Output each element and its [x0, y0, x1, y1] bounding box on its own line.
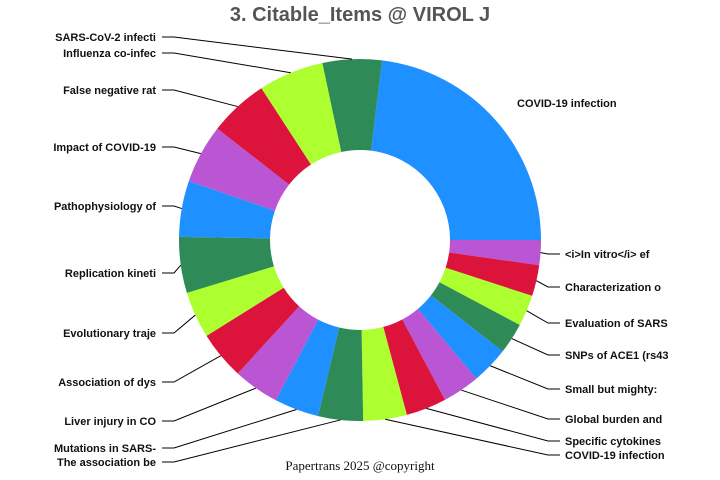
leader-line — [426, 407, 560, 442]
donut-slice — [217, 88, 311, 185]
donut-slice — [449, 240, 542, 266]
donut-slice — [402, 308, 477, 400]
donut-slice — [188, 128, 290, 211]
slice-label: Specific cytokines — [565, 436, 661, 448]
donut-slice — [439, 267, 533, 325]
slice-label: Global burden and — [565, 414, 662, 426]
slice-label: Impact of COVID-19 — [53, 142, 156, 154]
leader-line — [162, 314, 196, 334]
leader-line — [162, 52, 291, 74]
copyright-footer: Papertrans 2025 @copyright — [285, 458, 435, 473]
chart-title: 3. Citable_Items @ VIROL J — [229, 4, 491, 26]
leader-line — [162, 205, 182, 210]
donut-slice — [361, 326, 407, 421]
slice-label: False negative rat — [63, 85, 156, 97]
slice-label: SARS-CoV-2 infecti — [55, 32, 156, 44]
donut-slice — [275, 319, 340, 417]
leader-line — [490, 365, 560, 390]
donut-slice — [237, 306, 319, 401]
slice-label: Pathophysiology of — [54, 201, 156, 213]
donut-slice — [383, 319, 445, 415]
leader-line — [162, 146, 202, 155]
slice-label: Liver injury in CO — [64, 416, 156, 428]
slice-label: Evolutionary traje — [63, 328, 156, 340]
leader-line — [540, 252, 560, 255]
leader-line — [162, 89, 238, 108]
donut-slice — [179, 236, 274, 293]
leader-line — [536, 280, 560, 288]
slice-label: SNPs of ACE1 (rs43 — [565, 350, 669, 362]
leader-line — [162, 387, 257, 422]
donut-slice — [417, 295, 503, 379]
donut-slice — [179, 181, 275, 239]
slice-label: Influenza co-infec — [63, 48, 156, 60]
slice-label: Replication kineti — [65, 268, 156, 280]
donut-slice — [186, 266, 284, 336]
slice-label: COVID-19 infection — [565, 450, 665, 462]
leader-line — [162, 264, 182, 274]
slice-label: COVID-19 infection — [517, 98, 617, 110]
donut-slice — [322, 59, 383, 152]
donut-slice — [445, 252, 540, 296]
slice-label: The association be — [57, 457, 156, 469]
leader-line — [162, 409, 297, 449]
donut-slice — [370, 60, 541, 240]
leader-line — [511, 338, 560, 356]
leader-line — [162, 419, 341, 463]
slice-label: Small but mighty: — [565, 384, 657, 396]
leader-line — [162, 355, 222, 383]
slice-label: Association of dys — [58, 377, 156, 389]
leader-line — [162, 36, 353, 60]
slice-label: Evaluation of SARS — [565, 318, 668, 330]
donut-slice — [261, 62, 342, 165]
leader-line — [385, 418, 560, 456]
leader-line — [526, 310, 560, 324]
leader-line — [461, 389, 560, 420]
slice-label: Characterization o — [565, 282, 661, 294]
slice-label: <i>In vitro</i> ef — [565, 249, 650, 261]
donut-slice — [318, 327, 364, 421]
donut-slice — [430, 282, 520, 352]
donut-slice — [206, 287, 300, 374]
slice-label: Mutations in SARS- — [54, 443, 156, 455]
